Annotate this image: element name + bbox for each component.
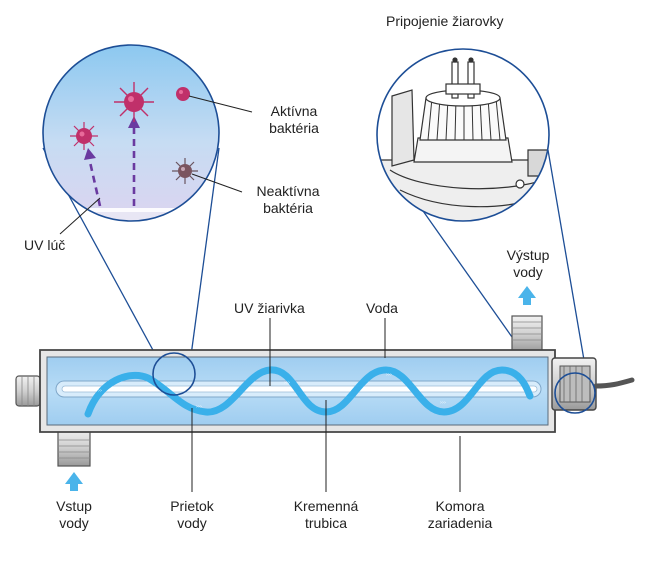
label-water-flow: Prietok vody (154, 498, 230, 532)
label-uv-lamp: UV žiarivka (234, 300, 305, 316)
label-water-inlet-line2: vody (59, 515, 89, 531)
svg-text:›››: ››› (386, 372, 392, 378)
label-inactive-bacteria-line2: baktéria (263, 200, 313, 216)
inlet-pipe (57, 427, 91, 467)
inlet-arrow (65, 472, 83, 491)
svg-text:›››: ››› (96, 388, 102, 394)
label-inactive-bacteria-line1: Neaktívna (256, 183, 320, 199)
callout-line-left-2 (189, 147, 220, 364)
svg-text:›››: ››› (284, 380, 290, 386)
bacterium-active-small (176, 87, 190, 101)
flow-arrows (65, 286, 536, 491)
label-uv-ray: UV lúč (24, 237, 66, 253)
bacterium-active-large (114, 82, 154, 122)
right-end-cap (551, 357, 635, 411)
label-water-flow-line1: Prietok (170, 498, 214, 514)
magnifier-small-left (152, 352, 196, 396)
label-bulb-connection: Pripojenie žiarovky (386, 13, 504, 29)
svg-text:›››: ››› (440, 400, 446, 406)
label-device-chamber: Komora zariadenia (412, 498, 508, 532)
bulb-connection-zoom-circle (376, 48, 550, 222)
label-active-bacteria: Aktívna baktéria (256, 103, 332, 137)
label-quartz-sleeve-line1: Kremenná (293, 498, 359, 514)
label-water-outlet-line2: vody (513, 264, 543, 280)
svg-text:›››: ››› (196, 404, 202, 410)
outlet-pipe (511, 315, 543, 353)
outlet-arrow (518, 286, 536, 305)
label-water-inlet: Vstup vody (38, 498, 110, 532)
label-active-bacteria-line2: baktéria (269, 120, 319, 136)
label-water-flow-line2: vody (177, 515, 207, 531)
bacteria-zoom-circle (42, 44, 253, 235)
bacterium-inactive (172, 158, 198, 184)
bottom-pointer-lines (191, 318, 461, 492)
power-cable (593, 377, 635, 389)
bacteria-pointer-lines (59, 95, 253, 235)
label-water: Voda (366, 300, 398, 316)
label-inactive-bacteria: Neaktívna baktéria (244, 183, 332, 217)
label-water-outlet: Výstup vody (492, 247, 564, 281)
flow-chevrons: ››› ››› ››› ››› ››› (96, 372, 446, 410)
label-device-chamber-line2: zariadenia (427, 515, 493, 531)
label-quartz-sleeve-line2: trubica (304, 515, 348, 531)
label-water-inlet-line1: Vstup (56, 498, 92, 514)
uv-rays (88, 128, 136, 207)
label-water-outlet-line1: Výstup (506, 247, 550, 263)
label-active-bacteria-line1: Aktívna (270, 103, 318, 119)
bacterium-active-left (70, 122, 98, 150)
callout-line-right-2 (547, 149, 591, 396)
magnifier-small-right (554, 372, 596, 414)
label-quartz-sleeve: Kremenná trubica (280, 498, 372, 532)
left-end-cap (15, 375, 41, 407)
label-device-chamber-line1: Komora (435, 498, 485, 514)
